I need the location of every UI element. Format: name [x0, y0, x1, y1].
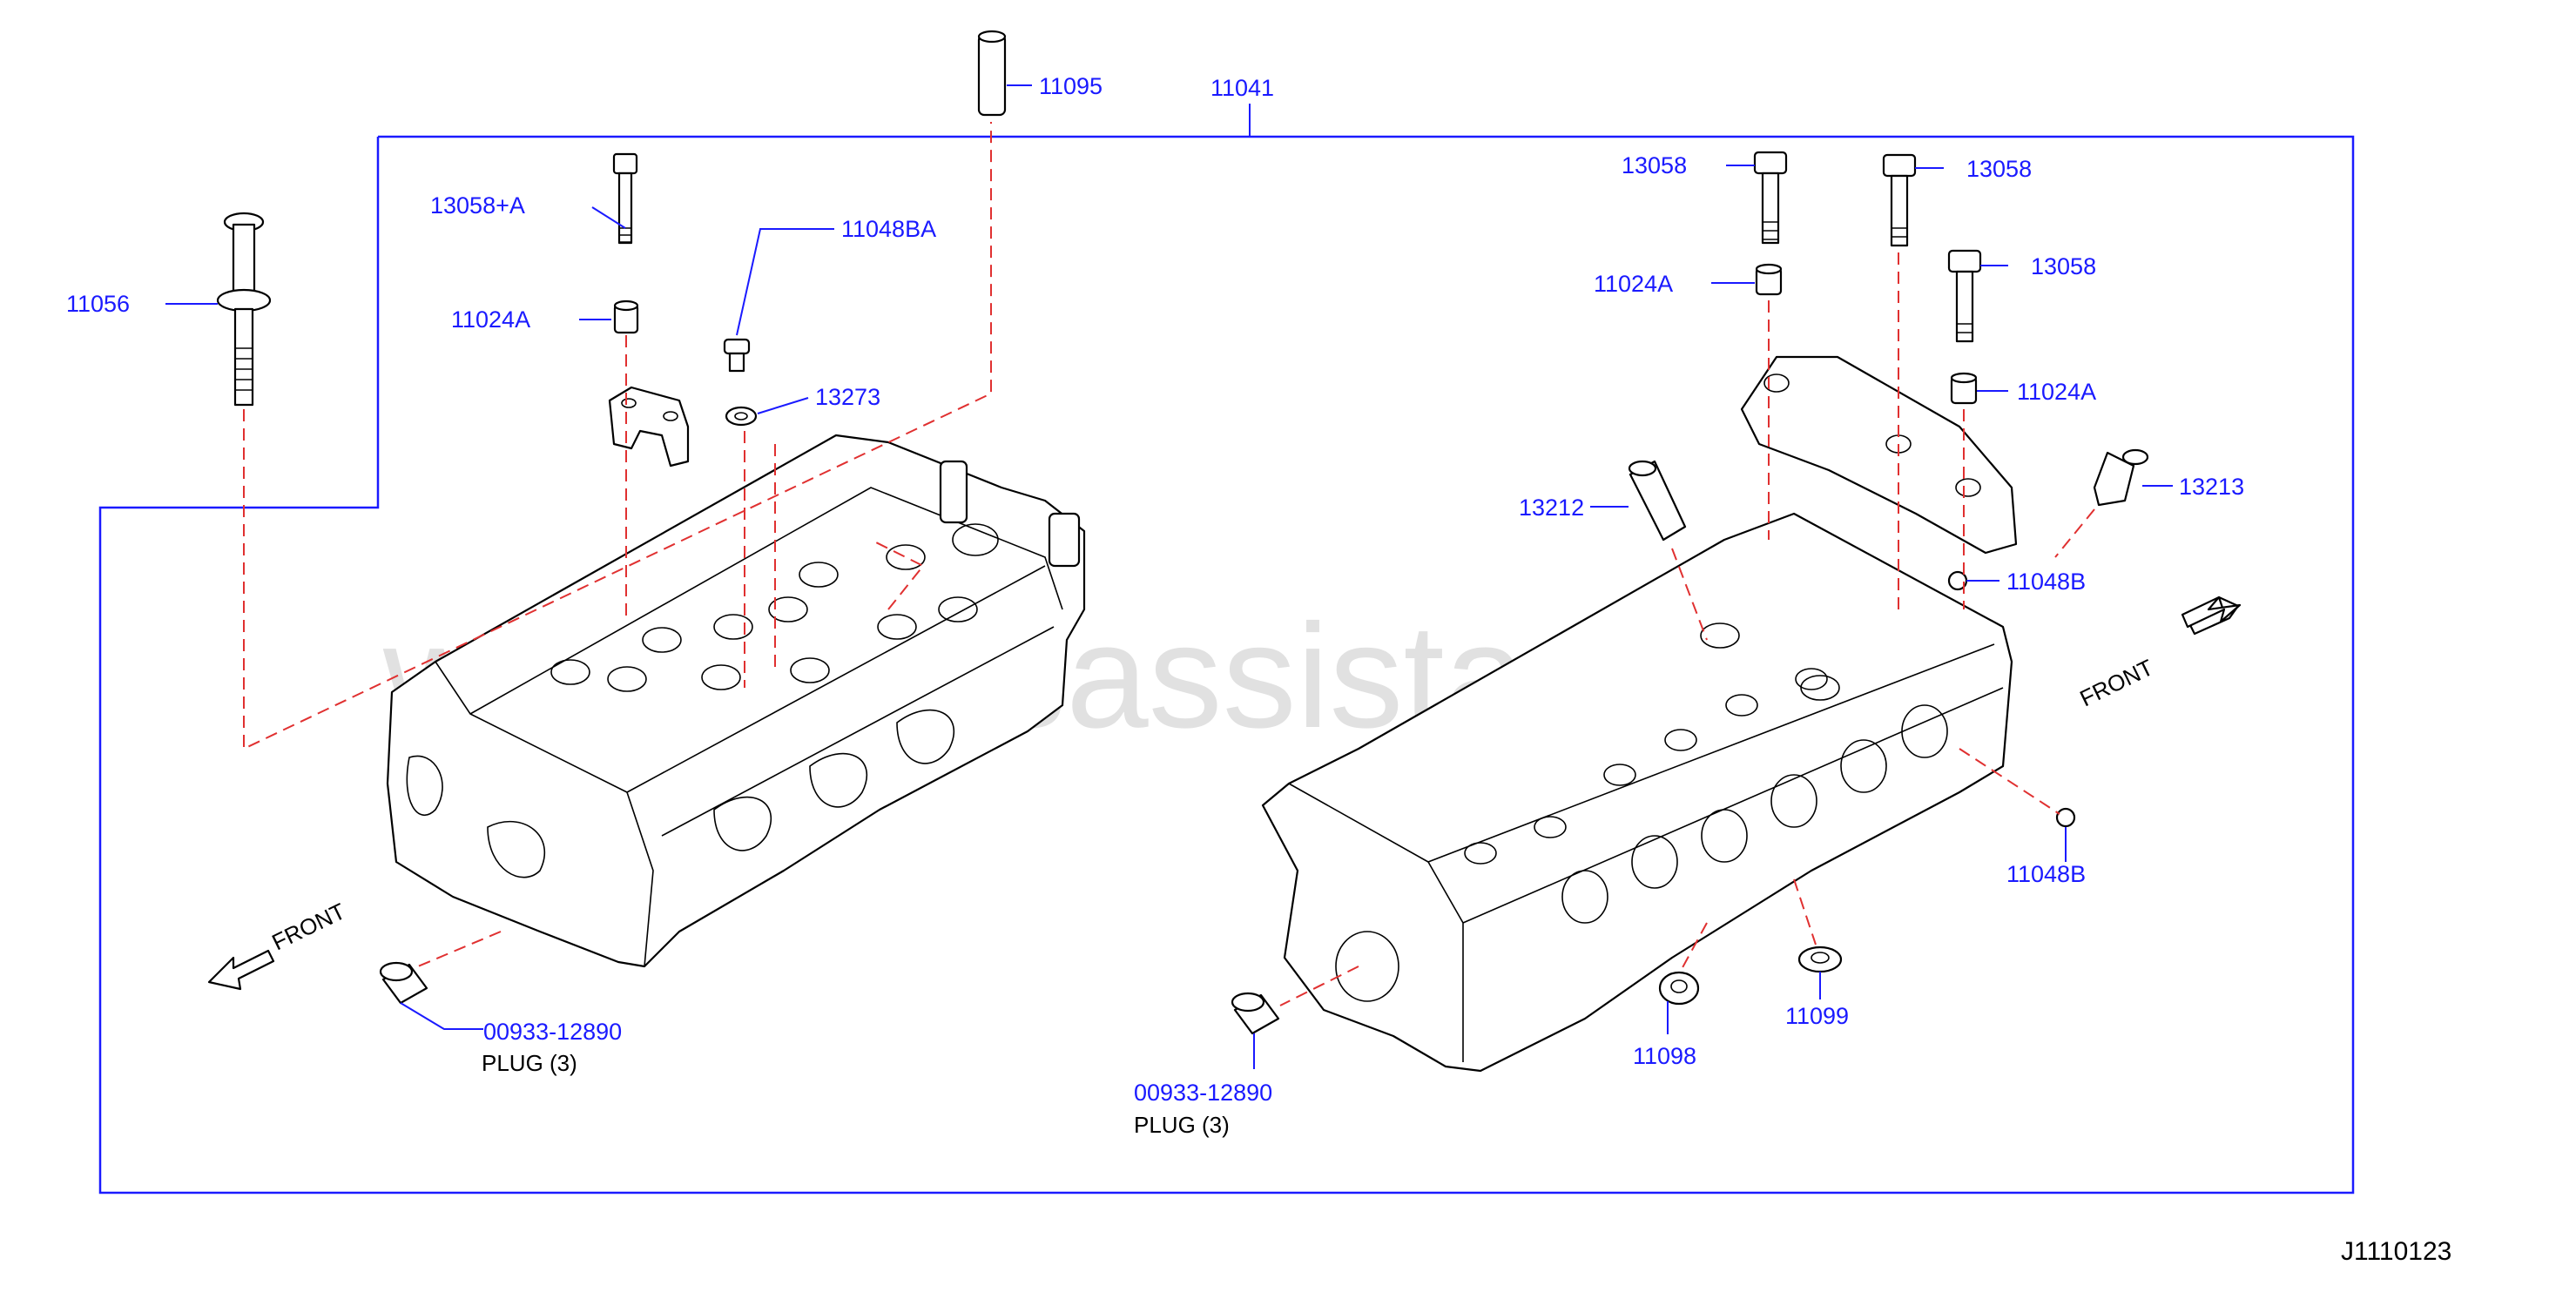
- washer-13273: [725, 406, 758, 427]
- assembly-frame: [98, 135, 2355, 1194]
- label-11099: 11099: [1785, 1003, 1849, 1029]
- bolt-13058-2: [1882, 153, 1917, 247]
- label-plug-left-name: PLUG (3): [482, 1050, 577, 1076]
- sleeve-13212: [1628, 460, 1687, 542]
- bushing-11024a-left: [613, 299, 639, 334]
- camshaft-bracket-right: [1740, 355, 2018, 555]
- diagram-code: J1110123: [2341, 1237, 2451, 1266]
- front-label-left: FRONT: [267, 898, 349, 955]
- front-indicator-right: FRONT: [2075, 596, 2242, 711]
- assembly-lines: [243, 122, 2095, 1006]
- label-11024a-right-2: 11024A: [2017, 379, 2096, 405]
- leader-lines: [165, 84, 2173, 1069]
- label-11056: 11056: [66, 291, 130, 317]
- pin-11095: [977, 30, 1007, 117]
- label-13058-1: 13058: [1622, 152, 1687, 178]
- label-plug-right-name: PLUG (3): [1134, 1112, 1230, 1138]
- label-11024a-right-1: 11024A: [1594, 271, 1673, 297]
- cylinder-head-left: [386, 434, 1086, 968]
- seal-11098: [1658, 971, 1700, 1006]
- label-13273: 13273: [815, 384, 880, 410]
- label-11041: 11041: [1210, 75, 1274, 101]
- plug-00933-right: [1231, 992, 1280, 1035]
- plug-11048ba: [723, 338, 751, 373]
- label-13058-a: 13058+A: [430, 192, 525, 219]
- camshaft-bracket-left: [608, 386, 690, 468]
- seal-11099: [1797, 945, 1843, 973]
- plug-00933-left: [379, 961, 428, 1005]
- label-11095: 11095: [1039, 73, 1103, 99]
- front-indicator-left: FRONT: [207, 898, 349, 991]
- ball-11048b-2: [2055, 807, 2076, 828]
- label-11048b-1: 11048B: [2006, 569, 2086, 595]
- label-13058-2: 13058: [1966, 156, 2032, 182]
- label-11098: 11098: [1633, 1043, 1696, 1069]
- label-13058-3: 13058: [2031, 253, 2096, 279]
- bushing-11024a-right-2: [1950, 372, 1978, 405]
- label-plug-left-number: 00933-12890: [483, 1019, 622, 1045]
- label-11048b-2: 11048B: [2006, 861, 2086, 887]
- label-plug-right-number: 00933-12890: [1134, 1080, 1272, 1106]
- label-13213: 13213: [2179, 474, 2244, 500]
- front-label-right: FRONT: [2075, 654, 2157, 711]
- bolt-11056: [216, 212, 272, 407]
- cylinder-head-right: [1261, 512, 2013, 1073]
- bushing-11024a-right-1: [1755, 263, 1783, 296]
- label-11048ba: 11048BA: [841, 216, 936, 242]
- bolt-13058-a: [612, 152, 638, 245]
- label-13212: 13212: [1519, 495, 1584, 521]
- label-11024a-left: 11024A: [451, 306, 530, 333]
- bolt-13058-1: [1753, 151, 1788, 245]
- bolt-13058-3: [1947, 249, 1982, 343]
- sleeve-13213: [2093, 448, 2149, 507]
